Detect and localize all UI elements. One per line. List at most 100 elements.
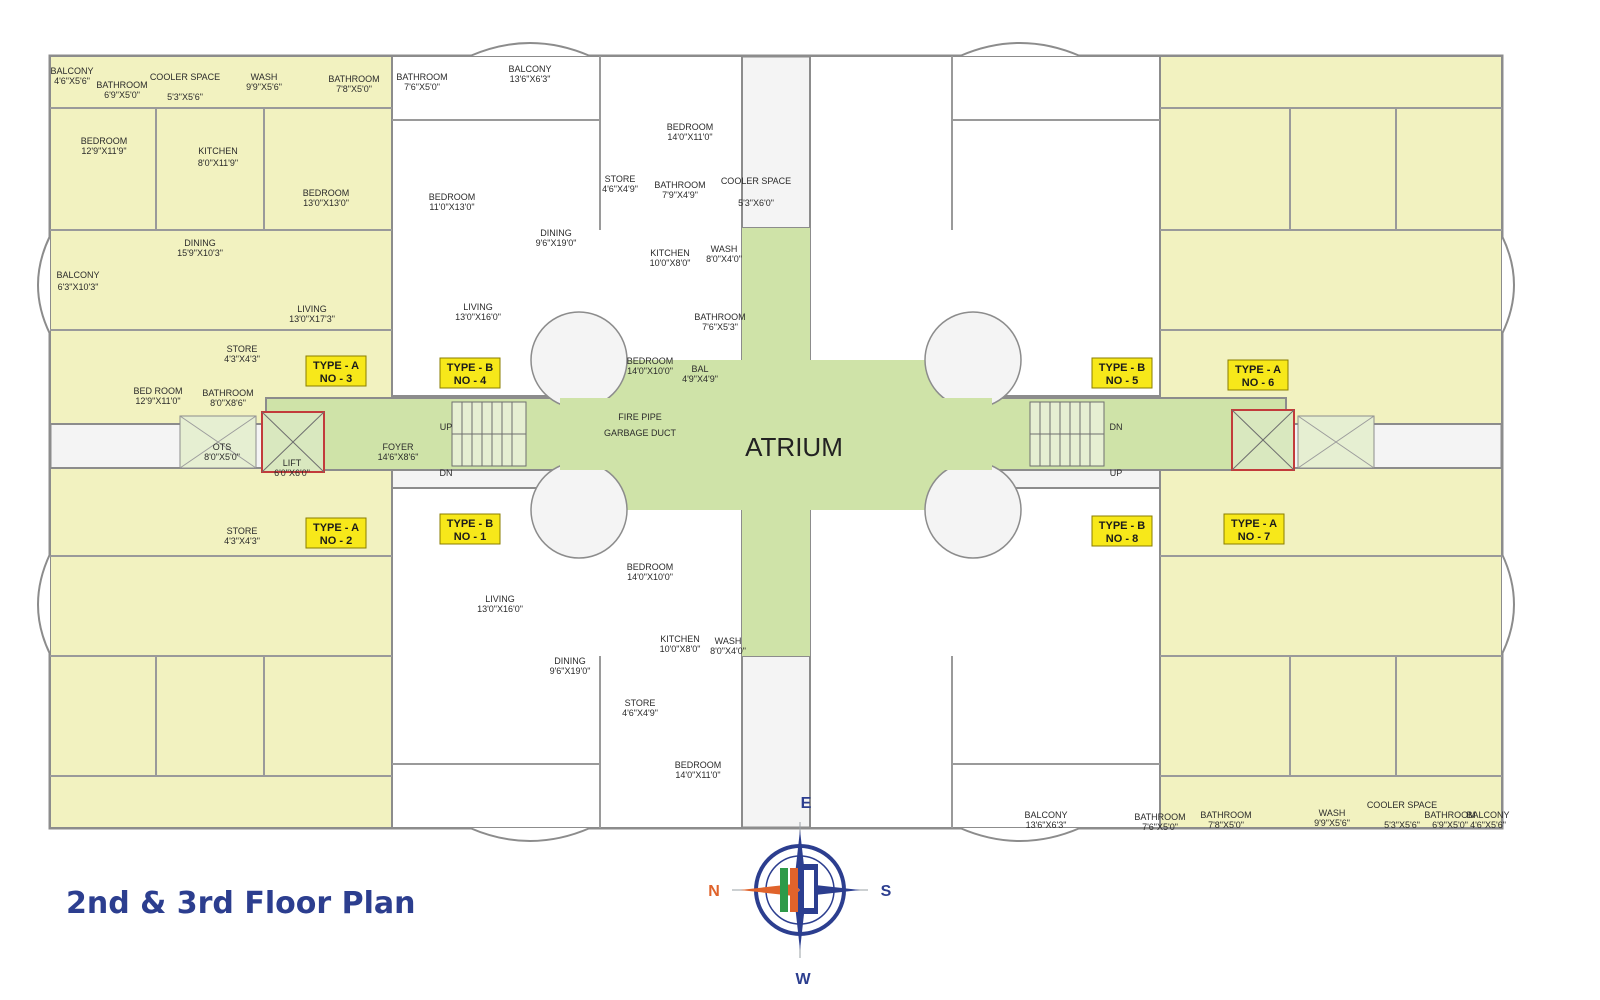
room-dim: 13'0"X16'0" — [477, 604, 523, 614]
room-name: WASH — [1319, 808, 1346, 818]
compass-south-label: S — [881, 883, 892, 900]
room-name: BATHROOM — [1424, 810, 1475, 820]
room-name: WASH — [715, 636, 742, 646]
unit-tag-type: TYPE - A — [313, 360, 359, 372]
room-name: GARBAGE DUCT — [604, 428, 677, 438]
room-name: BEDROOM — [429, 192, 476, 202]
room-name: BEDROOM — [627, 356, 674, 366]
room-dim: 4'6"X5'6" — [1470, 820, 1506, 830]
room-name: BATHROOM — [654, 180, 705, 190]
room-name: LIFT — [283, 458, 302, 468]
unit-tag-number: NO - 1 — [454, 531, 486, 543]
room-dim: 8'0"X5'0" — [204, 452, 240, 462]
room-name: STORE — [605, 174, 636, 184]
room-dim: 4'3"X4'3" — [224, 354, 260, 364]
room-dim: 4'6"X4'9" — [602, 184, 638, 194]
room-name: BALCONY — [1024, 810, 1067, 820]
logo-icon — [780, 868, 788, 912]
unit-tag-type: TYPE - A — [1235, 364, 1281, 376]
room-dim: 9'6"X19'0" — [536, 238, 577, 248]
staircase-right — [1029, 401, 1105, 467]
room-name: OTS — [213, 442, 232, 452]
room-dim: 5'3"X5'6" — [167, 92, 203, 102]
room-name: STORE — [625, 698, 656, 708]
room-name: WASH — [711, 244, 738, 254]
unit-tag-number: NO - 2 — [320, 535, 352, 547]
room-dim: 7'9"X4'9" — [662, 190, 698, 200]
room-name: BATHROOM — [96, 80, 147, 90]
room-dim: 7'6"X5'0" — [404, 82, 440, 92]
lift-shafts — [179, 409, 1375, 473]
unit-tag: TYPE - A NO - 7 — [1223, 513, 1285, 545]
room-name: BATHROOM — [328, 74, 379, 84]
interior-walls — [50, 56, 1502, 828]
type-b-units — [391, 55, 1161, 829]
staircase-left — [451, 401, 527, 467]
room-dim: 6'0"X6'0" — [274, 468, 310, 478]
stair-up-label: UP — [1110, 468, 1123, 478]
unit-tag-number: NO - 7 — [1238, 531, 1270, 543]
room-name: COOLER SPACE — [150, 72, 220, 82]
room-name: BALCONY — [508, 64, 551, 74]
room-name: BALCONY — [50, 66, 93, 76]
stair-down-label: DN — [440, 468, 453, 478]
unit-tag-type: TYPE - A — [313, 522, 359, 534]
room-dim: 7'6"X5'3" — [702, 322, 738, 332]
room-dim: 9'9"X5'6" — [1314, 818, 1350, 828]
room-name: BATHROOM — [1134, 812, 1185, 822]
room-name: BATHROOM — [396, 72, 447, 82]
room-name: DINING — [554, 656, 586, 666]
room-name: DINING — [184, 238, 216, 248]
compass-rose: E N S W — [708, 795, 891, 988]
room-labels: BALCONY 4'6"X5'6" BATHROOM 6'9"X5'0" COO… — [50, 64, 1509, 832]
room-name: KITCHEN — [198, 146, 238, 156]
room-name: BATHROOM — [202, 388, 253, 398]
room-name: COOLER SPACE — [1367, 800, 1437, 810]
unit-tags: TYPE - A NO - 3 TYPE - B NO - 4 TYPE - B… — [305, 355, 1289, 549]
room-dim: 5'3"X6'0" — [738, 198, 774, 208]
room-dim: 6'3"X10'3" — [58, 282, 99, 292]
room-dim: 8'0"X11'9" — [198, 158, 238, 168]
room-name: BEDROOM — [81, 136, 128, 146]
room-name: FIRE PIPE — [618, 412, 662, 422]
room-dim: 4'6"X4'9" — [622, 708, 658, 718]
unit-tag: TYPE - A NO - 6 — [1227, 359, 1289, 391]
room-name: STORE — [227, 526, 258, 536]
stair-down-label: DN — [1110, 422, 1123, 432]
unit-tag: TYPE - B NO - 8 — [1091, 515, 1153, 547]
compass-east-label: E — [801, 795, 812, 812]
unit-tag-number: NO - 5 — [1106, 375, 1138, 387]
room-dim: 8'0"X4'0" — [706, 254, 742, 264]
stair-up-label: UP — [440, 422, 453, 432]
room-dim: 8'0"X4'0" — [710, 646, 746, 656]
unit-tag-type: TYPE - A — [1231, 518, 1277, 530]
room-dim: 14'0"X10'0" — [627, 366, 673, 376]
room-dim: 14'0"X11'0" — [675, 770, 720, 780]
room-name: BEDROOM — [303, 188, 350, 198]
room-name: COOLER SPACE — [721, 176, 791, 186]
compass-west-label: W — [795, 971, 811, 988]
atrium — [265, 227, 1287, 657]
room-dim: 9'9"X5'6" — [246, 82, 282, 92]
unit-tag-type: TYPE - B — [447, 362, 494, 374]
room-dim: 14'0"X11'0" — [667, 132, 712, 142]
room-dim: 13'6"X6'3" — [510, 74, 551, 84]
bay-windows — [37, 42, 1515, 842]
room-dim: 7'8"X5'0" — [336, 84, 372, 94]
unit-tag: TYPE - A NO - 3 — [305, 355, 367, 387]
room-name: KITCHEN — [650, 248, 690, 258]
unit-tag: TYPE - B NO - 1 — [439, 513, 501, 545]
room-name: BALCONY — [1466, 810, 1509, 820]
room-dim: 14'6"X8'6" — [378, 452, 419, 462]
atrium-label: ATRIUM — [745, 432, 843, 462]
room-name: BATHROOM — [1200, 810, 1251, 820]
unit-tag-type: TYPE - B — [1099, 362, 1146, 374]
room-dim: 10'0"X8'0" — [660, 644, 701, 654]
unit-tag: TYPE - B NO - 4 — [439, 357, 501, 389]
unit-tag-number: NO - 8 — [1106, 533, 1138, 545]
room-name: BEDROOM — [627, 562, 674, 572]
plan-title: 2nd & 3rd Floor Plan — [66, 886, 416, 921]
room-dim: 4'6"X5'6" — [54, 76, 90, 86]
room-dim: 4'3"X4'3" — [224, 536, 260, 546]
unit-tag-number: NO - 3 — [320, 373, 352, 385]
